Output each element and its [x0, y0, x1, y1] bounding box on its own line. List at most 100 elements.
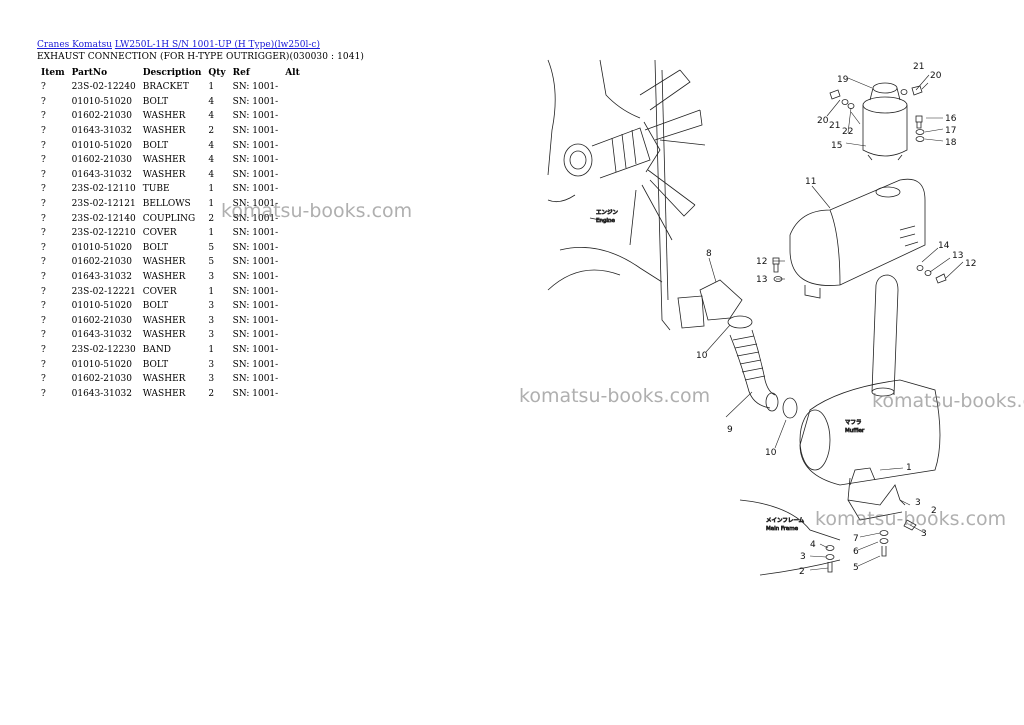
cell-ref: SN: 1001-: [232, 272, 279, 283]
cell-qty: 4: [208, 111, 215, 122]
cell-description: WASHER: [142, 126, 186, 137]
cell-partno: 23S-02-12140: [71, 213, 136, 224]
cell-description: WASHER: [142, 374, 186, 385]
callout-6: 6: [853, 547, 859, 557]
callout-2b: 2: [799, 567, 805, 577]
callout-18: 18: [945, 138, 957, 148]
cell-partno: 01010-51020: [71, 301, 132, 312]
callout-17: 17: [945, 126, 956, 136]
cell-qty: 4: [208, 96, 215, 107]
cell-description: BAND: [142, 344, 171, 355]
watermark-2: komatsu-books.com: [519, 385, 711, 407]
callout-9: 9: [727, 425, 733, 435]
parts-table: Item PartNo Description Qty Ref Alt ?23S…: [37, 66, 303, 401]
callout-5: 5: [853, 563, 859, 573]
callout-21a: 21: [913, 62, 924, 72]
callout-12a: 12: [756, 257, 767, 267]
cell-partno: 01643-31032: [71, 126, 132, 137]
cell-partno: 01010-51020: [71, 96, 132, 107]
callout-11: 11: [805, 177, 816, 187]
cell-description: COVER: [142, 286, 177, 297]
cell-qty: 4: [208, 169, 215, 180]
watermark-1: komatsu-books.com: [221, 200, 413, 222]
callout-16: 16: [945, 114, 957, 124]
cell-description: WASHER: [142, 111, 186, 122]
cell-ref: SN: 1001-: [232, 374, 279, 385]
callout-21b: 21: [829, 121, 840, 131]
cell-partno: 01643-31032: [71, 169, 132, 180]
cell-description: TUBE: [142, 184, 170, 195]
cell-description: BELLOWS: [142, 199, 191, 210]
cell-item: ?: [41, 315, 46, 326]
cell-qty: 3: [208, 301, 215, 312]
callout-2: 2: [931, 506, 937, 516]
callout-13b: 13: [952, 251, 963, 261]
breadcrumb-link-catalog[interactable]: Cranes Komatsu: [37, 40, 112, 50]
cell-item: ?: [41, 359, 46, 370]
cell-item: ?: [41, 126, 46, 137]
callout-leaders: [705, 74, 964, 571]
cell-partno: 01643-31032: [71, 272, 132, 283]
callout-3b: 3: [800, 552, 806, 562]
cell-item: ?: [41, 257, 46, 268]
engine-drawing: [547, 59, 706, 331]
cell-qty: 4: [208, 140, 215, 151]
cell-qty: 2: [208, 126, 215, 137]
cell-item: ?: [41, 96, 46, 107]
cell-qty: 5: [208, 242, 215, 253]
cell-ref: SN: 1001-: [232, 140, 279, 151]
cell-partno: 23S-02-12221: [71, 286, 136, 297]
callout-15: 15: [831, 141, 842, 151]
cell-item: ?: [41, 111, 46, 122]
cell-ref: SN: 1001-: [232, 301, 279, 312]
muffler-label-jp: マフラ: [845, 419, 862, 426]
breadcrumb-link-model[interactable]: LW250L-1H S/N 1001-UP (H Type)(lw250l-c): [114, 40, 320, 50]
cell-ref: SN: 1001-: [232, 184, 279, 195]
cell-description: WASHER: [142, 315, 186, 326]
cell-description: COUPLING: [142, 213, 196, 224]
cell-partno: 01010-51020: [71, 140, 132, 151]
cell-partno: 01602-21030: [71, 155, 132, 166]
cell-qty: 3: [208, 374, 215, 385]
cell-item: ?: [41, 184, 46, 195]
bracket-part-1: [739, 477, 906, 576]
cell-description: BRACKET: [142, 82, 189, 93]
cell-qty: 5: [208, 257, 215, 268]
cell-ref: SN: 1001-: [232, 82, 279, 93]
table-header-row: Item PartNo Description Qty Ref Alt: [37, 66, 303, 80]
callout-8: 8: [706, 249, 712, 259]
cell-partno: 01602-21030: [71, 374, 132, 385]
cell-ref: SN: 1001-: [232, 257, 279, 268]
callout-10b: 10: [765, 448, 777, 458]
column-header-alt: Alt: [285, 68, 300, 78]
cell-item: ?: [41, 82, 46, 93]
cell-partno: 23S-02-12230: [71, 344, 136, 355]
mainframe-label: Main Frame: [766, 526, 799, 532]
bellows-part-9: [677, 279, 798, 419]
cell-ref: SN: 1001-: [232, 286, 279, 297]
callout-4: 4: [810, 540, 816, 550]
cell-description: COVER: [142, 228, 177, 239]
watermark-4: komatsu-books.com: [815, 508, 1007, 530]
cell-ref: SN: 1001-: [232, 199, 279, 210]
cell-item: ?: [41, 330, 46, 341]
cell-partno: 01643-31032: [71, 330, 132, 341]
cell-ref: SN: 1001-: [232, 359, 279, 370]
cell-partno: 23S-02-12121: [71, 199, 136, 210]
cell-item: ?: [41, 344, 46, 355]
callout-7: 7: [853, 534, 859, 544]
cell-item: ?: [41, 301, 46, 312]
callout-3: 3: [915, 498, 921, 508]
cell-description: BOLT: [142, 242, 169, 253]
